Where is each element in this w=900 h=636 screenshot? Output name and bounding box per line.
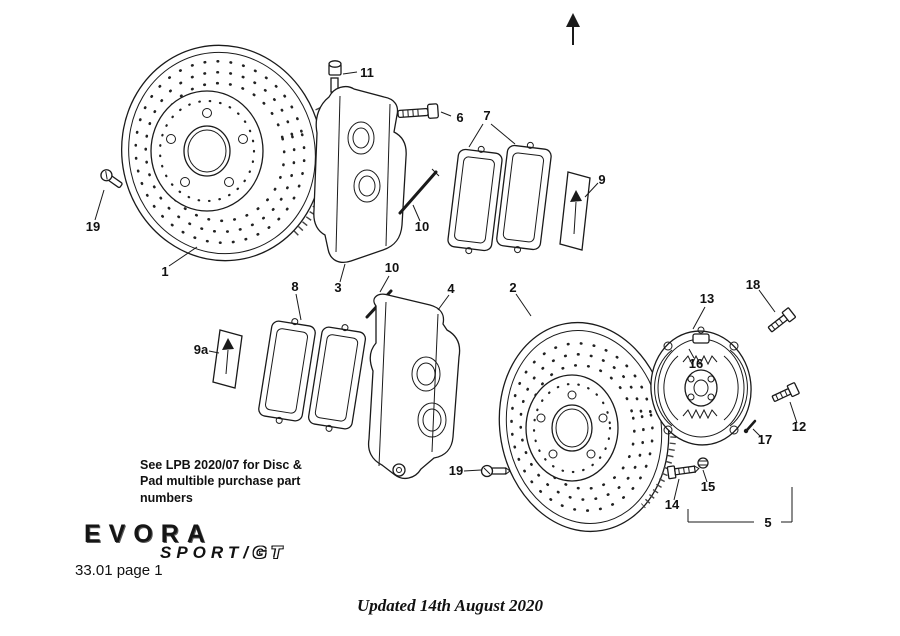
callout-13: 13 (700, 291, 714, 306)
callout-4: 4 (447, 281, 455, 296)
handbrake-backplate (650, 326, 752, 446)
bolt-12 (771, 382, 800, 402)
callout-17: 17 (758, 432, 772, 447)
bracket-5 (687, 487, 793, 523)
disc-screw-19-bottom (480, 464, 511, 478)
caliper-bolt-6 (397, 103, 439, 119)
updated-date: Updated 14th August 2020 (357, 596, 543, 615)
callout-8: 8 (291, 279, 298, 294)
screw-14 (666, 465, 700, 480)
callout-3: 3 (334, 280, 341, 295)
gt-logo-text: GT (253, 543, 287, 562)
orientation-arrow (566, 13, 580, 45)
callout-19-bottom: 19 (449, 463, 463, 478)
callout-14: 14 (665, 497, 680, 512)
purchase-note: See LPB 2020/07 for Disc & Pad multible … (140, 457, 302, 506)
callout-10-top: 10 (415, 219, 429, 234)
pad-shim-9a (212, 329, 243, 389)
front-brake-pads (447, 141, 552, 255)
rear-brake-caliper (367, 293, 461, 480)
callout-9a: 9a (194, 342, 209, 357)
callout-9: 9 (598, 172, 605, 187)
evora-logo: EVORA (84, 520, 213, 548)
sport-logo-text: SPORT (160, 543, 244, 562)
pad-pin-top (398, 168, 440, 215)
note-line-2: Pad multible purchase part (140, 474, 301, 489)
callout-11: 11 (360, 65, 374, 80)
callout-12: 12 (792, 419, 806, 434)
callout-15: 15 (701, 479, 715, 494)
disc-screw-19-left (100, 169, 123, 189)
clip-15 (697, 457, 709, 469)
logo-slash: / (243, 543, 253, 562)
bleed-screw-cap (328, 60, 342, 76)
bolt-18 (767, 307, 796, 333)
sport-gt-logo: SPORT/GT (160, 543, 287, 563)
callout-18: 18 (746, 277, 760, 292)
callout-2: 2 (509, 280, 516, 295)
rear-brake-pads (258, 318, 367, 432)
callout-1: 1 (161, 264, 168, 279)
callout-16: 16 (689, 356, 703, 371)
rear-brake-disc (498, 321, 677, 533)
front-brake-disc (120, 44, 332, 262)
callout-19-left: 19 (86, 219, 100, 234)
pin-17 (743, 419, 757, 434)
note-line-3: numbers (140, 490, 193, 505)
front-brake-caliper (313, 77, 407, 264)
note-line-1: See LPB 2020/07 for Disc & (140, 458, 302, 472)
leader-lines (94, 71, 798, 501)
callout-6: 6 (456, 110, 463, 125)
callout-7: 7 (483, 108, 490, 123)
callout-5: 5 (764, 515, 771, 530)
callout-10-bottom: 10 (385, 260, 399, 275)
page-reference: 33.01 page 1 (75, 562, 163, 579)
pad-shim-9 (559, 171, 591, 251)
